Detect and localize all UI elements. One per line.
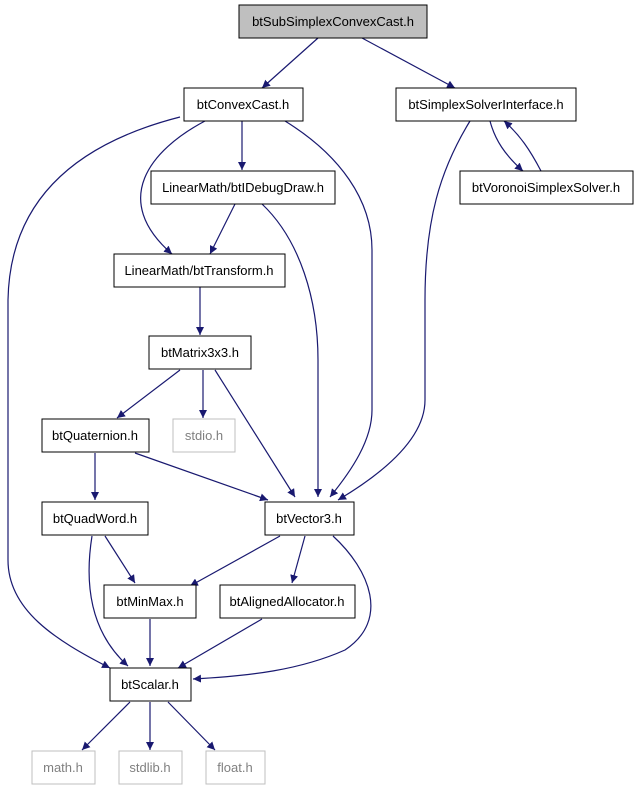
node-root[interactable]: btSubSimplexConvexCast.h xyxy=(238,4,428,39)
node-label: LinearMath/btTransform.h xyxy=(124,263,273,278)
node-matrix3x3[interactable]: btMatrix3x3.h xyxy=(148,335,252,370)
node-float[interactable]: float.h xyxy=(205,750,266,785)
node-scalar[interactable]: btScalar.h xyxy=(109,667,192,702)
node-label: math.h xyxy=(43,760,83,775)
edge-convex-cast-to-vector3 xyxy=(284,120,373,498)
node-label: btSubSimplexConvexCast.h xyxy=(252,14,414,29)
node-vector3[interactable]: btVector3.h xyxy=(264,501,355,536)
edge-voronoi-to-simplex-interface xyxy=(503,120,542,172)
node-convex-cast[interactable]: btConvexCast.h xyxy=(183,87,304,122)
edge-simplex-interface-to-vector3 xyxy=(337,120,471,501)
node-stdio[interactable]: stdio.h xyxy=(172,418,236,453)
node-transform[interactable]: LinearMath/btTransform.h xyxy=(113,253,286,288)
edge-vector3-to-scalar xyxy=(192,535,372,683)
edge-quaternion-to-vector3 xyxy=(134,452,269,502)
node-stdlib[interactable]: stdlib.h xyxy=(118,750,183,785)
node-idebug-draw[interactable]: LinearMath/btIDebugDraw.h xyxy=(150,170,336,205)
node-label: stdio.h xyxy=(185,428,223,443)
edge-root-to-simplex-solver-interface xyxy=(361,37,456,89)
node-label: stdlib.h xyxy=(129,760,170,775)
edge-simplex-interface-to-voronoi xyxy=(489,120,524,172)
node-aligned-allocator[interactable]: btAlignedAllocator.h xyxy=(219,584,356,619)
node-label: btQuadWord.h xyxy=(53,511,137,526)
edge-idebug-draw-to-transform xyxy=(209,203,236,255)
edge-scalar-to-float xyxy=(167,701,216,751)
node-label: btVoronoiSimplexSolver.h xyxy=(472,180,620,195)
edge-aligned-allocator-to-scalar xyxy=(177,618,263,669)
edge-vector3-to-min-max xyxy=(189,535,281,587)
node-label: float.h xyxy=(217,760,252,775)
node-label: btMatrix3x3.h xyxy=(161,345,239,360)
edge-scalar-to-math xyxy=(81,701,131,751)
node-math[interactable]: math.h xyxy=(31,750,96,785)
edge-convex-cast-to-transform xyxy=(140,120,206,255)
edge-vector3-to-aligned-allocator xyxy=(290,535,306,584)
edge-matrix3x3-to-quaternion xyxy=(116,369,181,419)
edge-quad-word-to-scalar xyxy=(88,535,129,667)
node-min-max[interactable]: btMinMax.h xyxy=(103,584,197,619)
node-quad-word[interactable]: btQuadWord.h xyxy=(41,501,149,536)
node-simplex-solver-interface[interactable]: btSimplexSolverInterface.h xyxy=(395,87,577,122)
node-voronoi-simplex-solver[interactable]: btVoronoiSimplexSolver.h xyxy=(459,170,634,205)
node-label: btScalar.h xyxy=(121,677,179,692)
edge-convex-cast-to-scalar xyxy=(7,116,181,669)
node-label: btVector3.h xyxy=(276,511,342,526)
node-label: LinearMath/btIDebugDraw.h xyxy=(162,180,324,195)
edge-idebug-draw-to-vector3 xyxy=(261,203,322,497)
edge-quad-word-to-min-max xyxy=(104,535,136,584)
edge-root-to-convex-cast xyxy=(261,37,319,89)
node-label: btConvexCast.h xyxy=(197,97,290,112)
node-label: btAlignedAllocator.h xyxy=(230,594,345,609)
node-label: btQuaternion.h xyxy=(52,428,138,443)
node-label: btSimplexSolverInterface.h xyxy=(408,97,563,112)
node-label: btMinMax.h xyxy=(116,594,183,609)
edge-matrix3x3-to-vector3 xyxy=(214,369,296,498)
node-quaternion[interactable]: btQuaternion.h xyxy=(41,418,150,453)
